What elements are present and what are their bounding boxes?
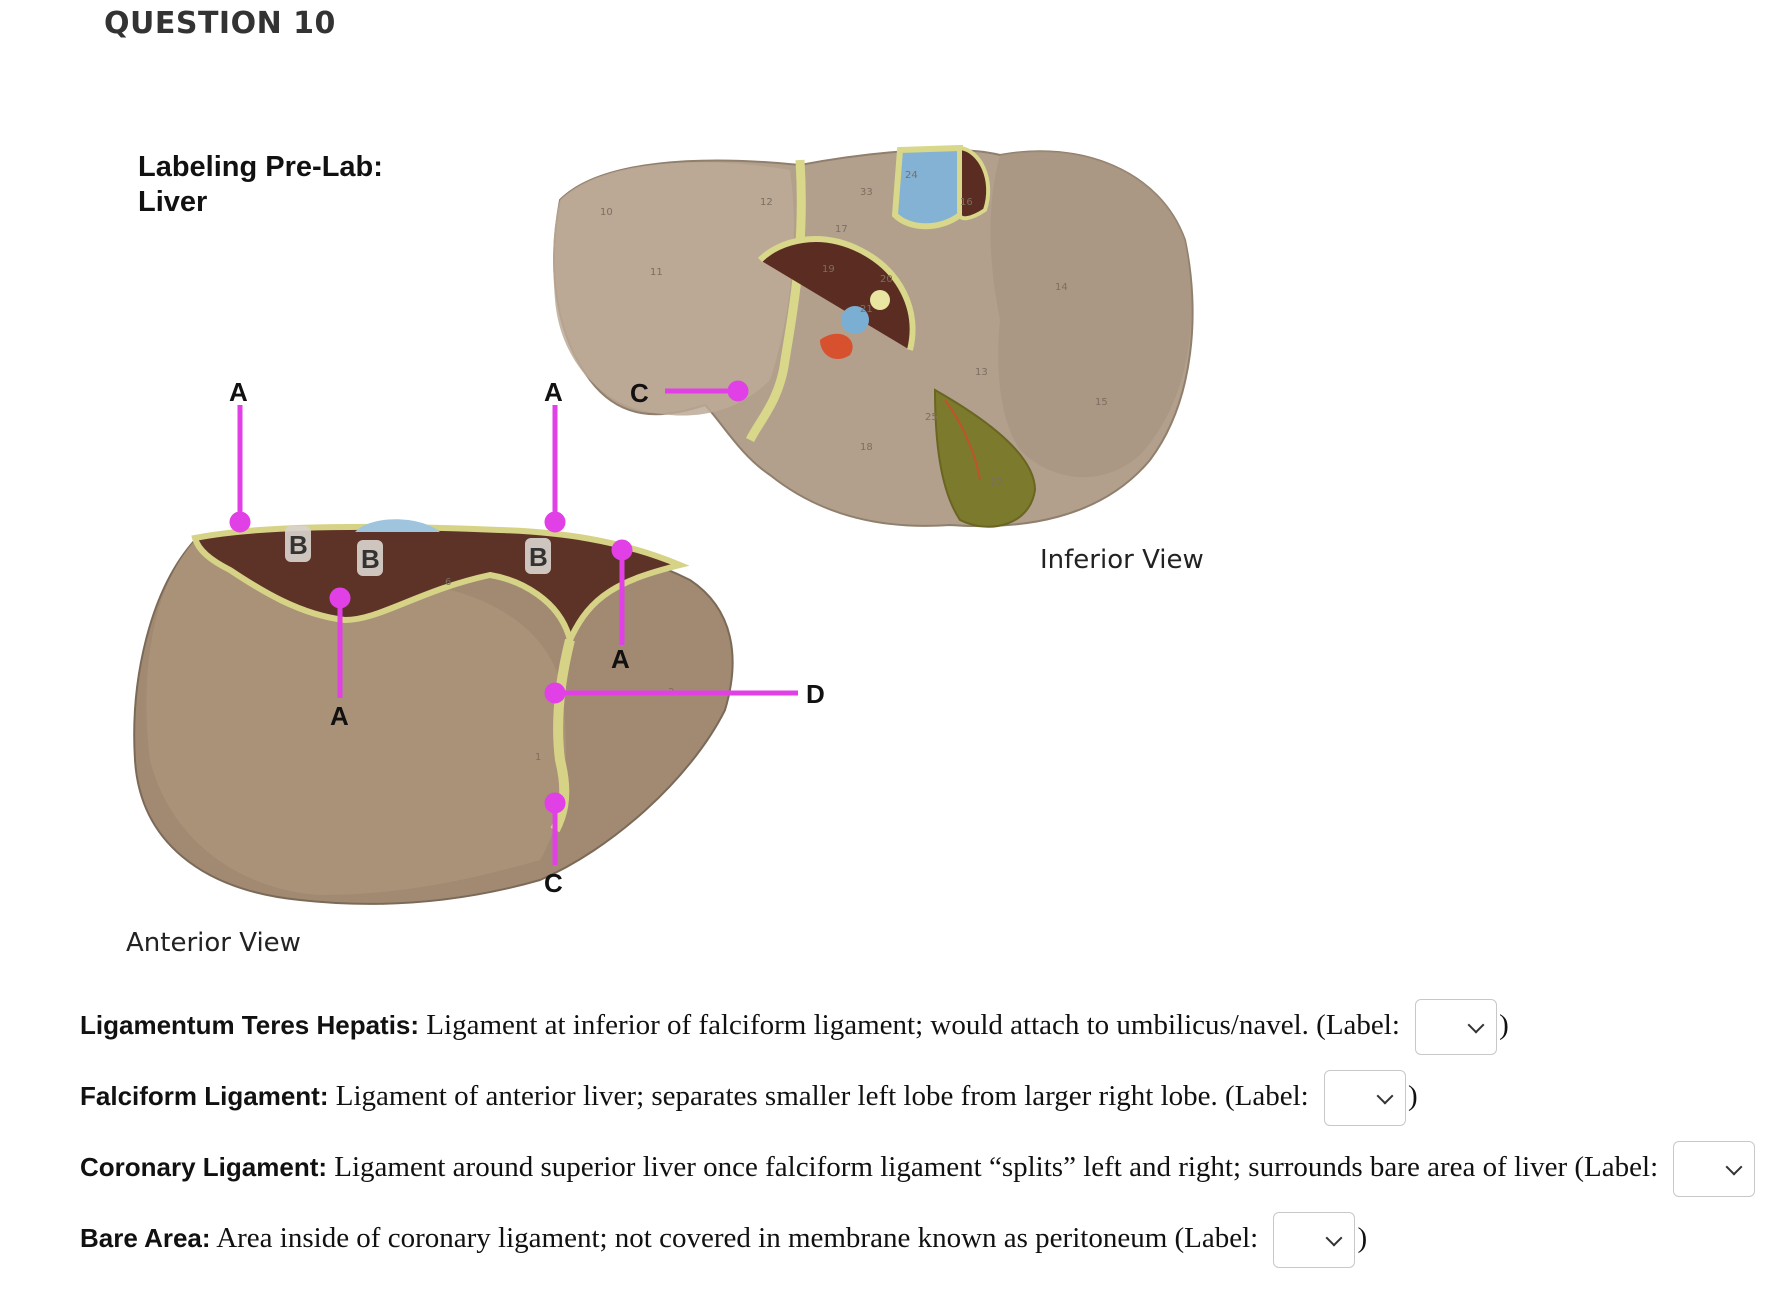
liver-figure: Labeling Pre-Lab: Liver 10 11 12 33 24 1… — [0, 120, 1766, 980]
model-number: 19 — [822, 264, 835, 275]
label-a: A — [544, 377, 563, 407]
item-coronary-ligament: Coronary Ligament: Ligament around super… — [80, 1137, 1757, 1198]
model-number: 27 — [990, 477, 1003, 488]
chevron-down-icon — [1467, 1016, 1485, 1034]
leader-dot — [544, 792, 566, 814]
item-description: Ligament around superior liver once falc… — [327, 1151, 1666, 1183]
label-a: A — [611, 644, 630, 674]
label-b: B — [361, 544, 380, 574]
model-number: 6 — [445, 577, 451, 588]
label-c: C — [630, 378, 649, 408]
anterior-view-caption: Anterior View — [126, 928, 301, 958]
anterior-liver-model: 6 2 1 — [133, 519, 734, 905]
item-term: Coronary Ligament: — [80, 1152, 328, 1182]
label-b: B — [529, 542, 548, 572]
label-a: A — [229, 377, 248, 407]
leader-dot — [544, 511, 566, 533]
leader-dot — [727, 380, 749, 402]
item-ligamentum-teres-hepatis: Ligamentum Teres Hepatis: Ligament at in… — [80, 995, 1509, 1056]
item-term: Falciform Ligament: — [80, 1081, 329, 1111]
question-title: QUESTION 10 — [104, 6, 336, 41]
model-number: 12 — [760, 197, 773, 208]
model-number: 14 — [1055, 282, 1068, 293]
figure-heading: Labeling Pre-Lab: Liver — [138, 150, 383, 220]
figure-heading-line2: Liver — [138, 186, 208, 218]
model-number: 1 — [535, 752, 541, 763]
item-term: Bare Area: — [80, 1223, 211, 1253]
chevron-down-icon — [1376, 1087, 1394, 1105]
item-bare-area: Bare Area: Area inside of coronary ligam… — [80, 1208, 1368, 1269]
model-number: 17 — [835, 224, 848, 235]
label-c: C — [544, 868, 563, 898]
model-number: 11 — [650, 267, 663, 278]
model-number: 13 — [975, 367, 988, 378]
inferior-view-caption: Inferior View — [1040, 545, 1204, 575]
item-description: Ligament at inferior of falciform ligame… — [419, 1009, 1408, 1041]
item-description: Area inside of coronary ligament; not co… — [210, 1222, 1266, 1254]
label-select-dropdown[interactable] — [1673, 1141, 1756, 1198]
b-label-boxes — [285, 526, 551, 576]
model-number: 18 — [860, 442, 873, 453]
figure-heading-line1: Labeling Pre-Lab: — [138, 151, 383, 183]
leader-lines — [229, 380, 798, 865]
item-close-paren: ) — [1357, 1222, 1368, 1254]
chevron-down-icon — [1325, 1229, 1343, 1247]
model-number: 33 — [860, 187, 873, 198]
item-close-paren: ) — [1408, 1080, 1418, 1112]
leader-dot — [544, 682, 566, 704]
label-a: A — [330, 701, 349, 731]
model-number: 21 — [860, 304, 873, 315]
label-select-dropdown[interactable] — [1324, 1070, 1406, 1127]
label-d: D — [806, 679, 825, 709]
model-number: 16 — [960, 197, 973, 208]
leader-dot — [611, 539, 633, 561]
item-close-paren: ) — [1499, 1009, 1509, 1041]
leader-dot — [229, 511, 251, 533]
model-number: 15 — [1095, 397, 1108, 408]
label-select-dropdown[interactable] — [1273, 1212, 1356, 1269]
liver-illustration: 10 11 12 33 24 16 17 19 20 21 14 13 15 1… — [133, 144, 1194, 905]
leader-dot — [329, 587, 351, 609]
model-number: 20 — [880, 274, 893, 285]
label-select-dropdown[interactable] — [1415, 999, 1498, 1056]
model-number: 24 — [905, 170, 918, 181]
model-number: 25 — [925, 412, 938, 423]
item-falciform-ligament: Falciform Ligament: Ligament of anterior… — [80, 1066, 1418, 1127]
chevron-down-icon — [1725, 1158, 1743, 1176]
item-term: Ligamentum Teres Hepatis: — [80, 1010, 420, 1040]
item-description: Ligament of anterior liver; separates sm… — [328, 1080, 1316, 1112]
inferior-liver-model: 10 11 12 33 24 16 17 19 20 21 14 13 15 1… — [553, 144, 1194, 528]
model-number: 10 — [600, 207, 613, 218]
label-b: B — [289, 530, 308, 560]
